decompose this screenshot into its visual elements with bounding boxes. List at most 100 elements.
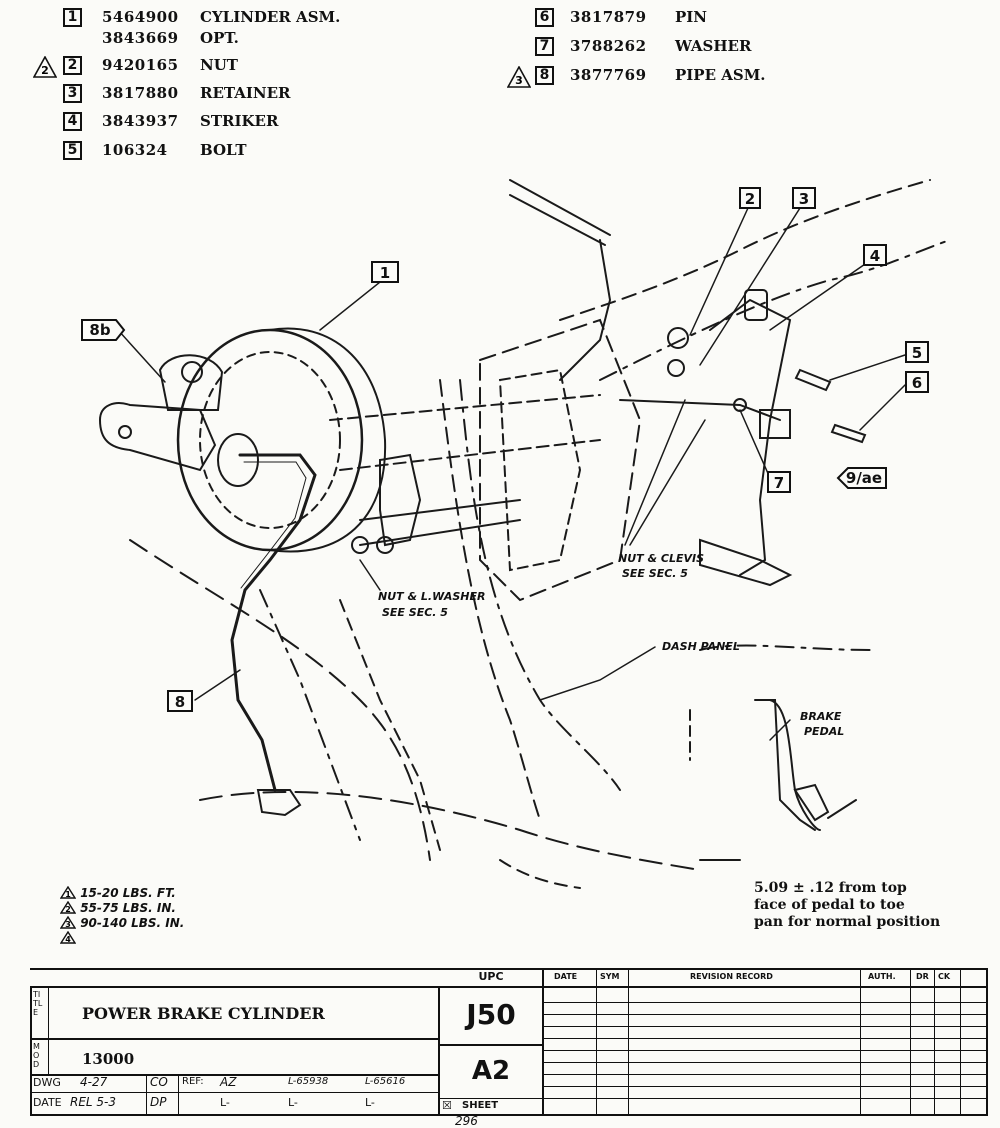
ref-l3: L-65616 (365, 1076, 406, 1087)
dwg-initials: CO (150, 1075, 168, 1089)
parts-row-1: 1 5464900 CYLINDER ASM. (0, 8, 420, 30)
brake-pedal-side (754, 699, 816, 831)
parts-row-5: 5 106324 BOLT (0, 141, 420, 163)
inner-panel (479, 318, 642, 602)
torque-row-1: 1 15-20 LBS. FT. (59, 885, 184, 901)
toe-pan (199, 790, 701, 871)
part-name: CYLINDER ASM. (200, 8, 341, 26)
torque-row-3: 3 90-140 LBS. IN. (59, 915, 185, 931)
leader-8b (117, 329, 166, 383)
part-name: PIN (675, 8, 708, 26)
drawing-title: POWER BRAKE CYLINDER (82, 1004, 325, 1023)
master-cap (181, 361, 203, 383)
title-label: TITLE (33, 990, 43, 1017)
label-dash-panel: DASH PANEL (662, 640, 740, 653)
leader-brake-pedal (769, 719, 791, 741)
dash-lower (459, 379, 621, 791)
part-name: BOLT (200, 141, 247, 159)
callout-7: 7 (774, 474, 784, 492)
bolt-5 (794, 368, 832, 392)
floor-line-2 (259, 589, 361, 841)
dash-lower-2 (439, 379, 541, 821)
parts-row-4: 4 3843937 STRIKER (0, 112, 420, 134)
label-nut-clevis-1: NUT & CLEVIS (618, 552, 704, 565)
svg-text:2: 2 (65, 905, 71, 914)
mod-number: 13000 (82, 1050, 135, 1068)
pedal-position-note: 5.09 ± .12 from top face of pedal to toe… (754, 880, 940, 931)
firewall-outline-2 (599, 239, 951, 381)
torque-specs: 1 15-20 LBS. FT. 2 55-75 LBS. IN. 3 90-1… (59, 885, 185, 946)
svg-text:3: 3 (515, 74, 523, 87)
firewall-outline (559, 179, 931, 321)
booster-front (176, 328, 364, 552)
dwg-value: 4-27 (80, 1075, 108, 1089)
label-nut-washer-2: SEE SEC. 5 (382, 606, 448, 619)
pedal-support (759, 409, 791, 439)
parts-row-8: 3 8 3877769 PIPE ASM. (0, 66, 820, 88)
push-rod (619, 399, 781, 421)
rev-header-ck: CK (938, 972, 951, 981)
callout-box-7: 7 (535, 37, 554, 56)
rev-header-auth: AUTH. (868, 972, 896, 981)
part-name: STRIKER (200, 112, 279, 130)
label-nut-clevis-2: SEE SEC. 5 (622, 567, 688, 580)
callout-box-5: 5 (63, 141, 82, 160)
note-line: 5.09 ± .12 from top (754, 880, 907, 896)
label-brake-pedal-2: PEDAL (804, 725, 844, 738)
svg-text:3: 3 (65, 920, 71, 929)
leader-nut-washer (359, 559, 381, 591)
leader-7 (739, 409, 771, 479)
leader-2 (689, 207, 749, 336)
callout-box-3: 3 (63, 84, 82, 103)
striker-plate (744, 289, 768, 321)
page-number: 296 (455, 1114, 478, 1128)
booster-ring (199, 351, 341, 529)
date-label: DATE (33, 1096, 62, 1109)
note-line: face of pedal to toe (754, 897, 905, 913)
clevis-nut (667, 327, 689, 349)
label-nut-washer-1: NUT & L.WASHER (378, 590, 485, 603)
sheet-check-icon: ☒ (442, 1099, 452, 1112)
part-number: 3843937 (102, 112, 179, 130)
inner-panel-2 (498, 368, 582, 572)
stud-line-4 (359, 519, 521, 546)
part-number: 3877769 (570, 66, 647, 84)
callout-1: 1 (380, 264, 390, 282)
part-number: 106324 (102, 141, 168, 159)
bracket-nut-2 (376, 536, 394, 554)
leader-1 (319, 277, 386, 331)
toe-pan-2 (499, 859, 581, 889)
callout-box-4: 4 (63, 112, 82, 131)
ref-label: REF: (182, 1076, 204, 1087)
callout-box-2: 2 (63, 56, 82, 75)
date-value: REL 5-3 (70, 1095, 117, 1109)
callout-box-6: 6 (535, 8, 554, 27)
rev-header-date: DATE (554, 972, 578, 981)
master-reservoir (158, 354, 224, 411)
torque-value: 55-75 LBS. IN. (80, 901, 176, 915)
floor-line (129, 539, 431, 861)
callout-box-8: 8 (535, 66, 554, 85)
pedal-arm (709, 298, 792, 576)
master-cylinder (98, 402, 217, 472)
dwg-label: DWG (33, 1076, 61, 1089)
note-line: pan for normal position (754, 914, 941, 930)
part-name-alt: OPT. (200, 29, 239, 47)
torque-value: 90-140 LBS. IN. (80, 916, 185, 930)
callout-2: 2 (745, 190, 755, 208)
torque-triangle-icon: 4 (59, 930, 77, 944)
pedal-foot (793, 783, 830, 822)
upc-label: UPC (478, 970, 504, 983)
svg-text:2: 2 (41, 64, 49, 77)
mounting-bracket (379, 453, 422, 547)
pedal-pad (699, 538, 793, 587)
part-number: 5464900 (102, 8, 179, 26)
callout-8: 8 (175, 693, 185, 711)
torque-triangle-icon: 2 (59, 900, 77, 914)
junction-block (256, 789, 302, 817)
stud-line-1 (329, 394, 601, 421)
parts-row-3: 3 3817880 RETAINER (0, 84, 420, 106)
callout-6: 6 (912, 374, 922, 392)
ref-l2: L-65938 (288, 1076, 329, 1087)
torque-triangle-icon: 3 (507, 66, 531, 88)
